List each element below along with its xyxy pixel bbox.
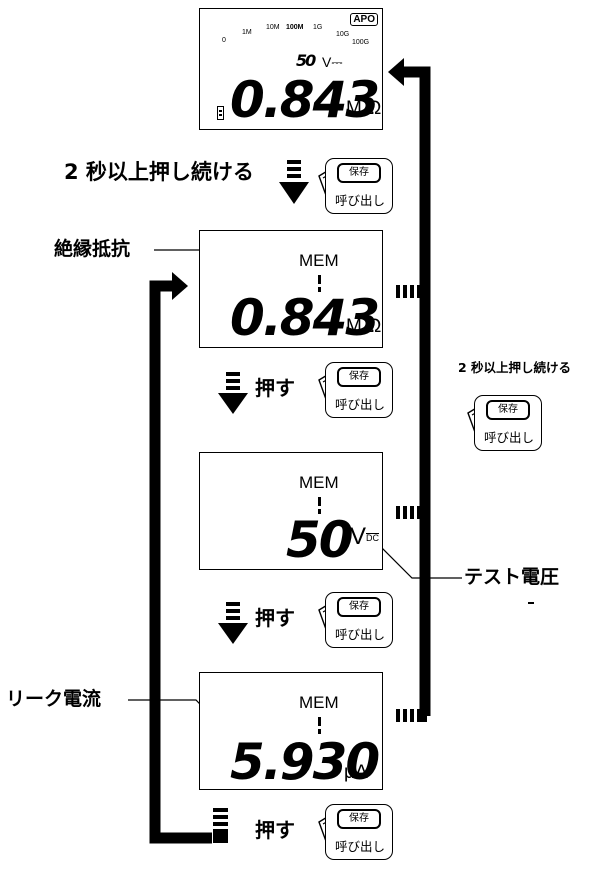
mem-pointer	[318, 717, 321, 726]
callout-voltage: テスト電圧	[464, 566, 560, 588]
resistance-unit: M Ω	[346, 316, 382, 337]
range-scale: 0 1M 10M 100M 1G 10G 100G	[200, 9, 384, 49]
mem-pointer	[318, 275, 321, 284]
range-label: 100M	[286, 24, 304, 31]
mem-indicator: MEM	[299, 693, 339, 712]
mem-pointer	[318, 287, 321, 292]
lcd-display-leak: MEM 5.930 μA	[199, 672, 383, 790]
step3-label: 押す	[255, 606, 295, 630]
lcd-display-top: 0 1M 10M 100M 1G 10G 100G APO 50 V⎓ 0.84…	[199, 8, 383, 130]
button-sub-label: 呼び出し	[334, 193, 385, 208]
left-loop-arrow	[149, 272, 212, 844]
apo-indicator: APO	[350, 13, 378, 26]
button-sub-label: 呼び出し	[334, 627, 385, 642]
button-sub-label: 呼び出し	[334, 397, 385, 412]
step4-label: 押す	[255, 818, 295, 842]
leak-value: 5.930	[230, 733, 380, 791]
range-label: 10G	[336, 31, 350, 38]
lcd-display-resistance: MEM 0.843 M Ω	[199, 230, 383, 348]
measured-value: 0.843	[230, 71, 380, 129]
range-label: 1M	[242, 29, 252, 36]
down-arrow-step1	[279, 160, 309, 204]
callout-resistance: 絶縁抵抗	[54, 238, 131, 260]
lcd-display-voltage: MEM 50 V DC	[199, 452, 383, 570]
button-key-label: 保存	[337, 809, 381, 829]
step2-label: 押す	[255, 376, 295, 400]
button-sub-label: 呼び出し	[334, 839, 385, 854]
save-recall-button[interactable]: 保存 呼び出し	[317, 804, 395, 862]
side-label: 2 秒以上押し続ける	[458, 360, 572, 375]
loop-stub-resistance	[396, 285, 427, 298]
voltage-value: 50	[286, 511, 354, 569]
measured-unit: M Ω	[346, 98, 382, 119]
button-key-label: 保存	[337, 597, 381, 617]
voltage-unit: V	[350, 523, 367, 550]
loop-stub-leak	[396, 709, 427, 722]
mem-pointer	[318, 729, 321, 734]
callout-leak: リーク電流	[6, 688, 102, 710]
button-key-label: 保存	[337, 163, 381, 183]
range-label: 100G	[352, 39, 370, 46]
step1-label: 2 秒以上押し続ける	[64, 160, 254, 184]
callout-line-voltage	[373, 539, 462, 579]
loop-stub-voltage	[396, 506, 427, 519]
return-loop-arrow	[388, 58, 431, 716]
bottom-stripe-marker	[213, 808, 228, 843]
voltage-callout-mark	[528, 602, 534, 604]
range-label: 10M	[266, 24, 280, 31]
button-sub-label: 呼び出し	[483, 430, 534, 445]
button-key-label: 保存	[337, 367, 381, 387]
save-recall-button[interactable]: 保存 呼び出し	[317, 362, 395, 420]
battery-icon	[217, 106, 224, 120]
mem-indicator: MEM	[299, 473, 339, 492]
save-recall-button[interactable]: 保存 呼び出し	[317, 592, 395, 650]
save-recall-button[interactable]: 保存 呼び出し	[466, 395, 544, 453]
mem-indicator: MEM	[299, 251, 339, 270]
button-key-label: 保存	[486, 400, 530, 420]
down-arrow-step2	[218, 372, 248, 414]
range-label: 0	[222, 37, 226, 44]
voltage-dc-marker: DC	[366, 533, 379, 543]
leak-unit: μA	[344, 762, 368, 783]
save-recall-button[interactable]: 保存 呼び出し	[317, 158, 395, 216]
mem-pointer	[318, 509, 321, 514]
range-label: 1G	[313, 24, 323, 31]
test-voltage-unit: V⎓	[322, 54, 343, 70]
resistance-value: 0.843	[230, 289, 380, 347]
mem-pointer	[318, 497, 321, 506]
down-arrow-step3	[218, 602, 248, 644]
test-voltage-readout: 50	[296, 51, 316, 70]
